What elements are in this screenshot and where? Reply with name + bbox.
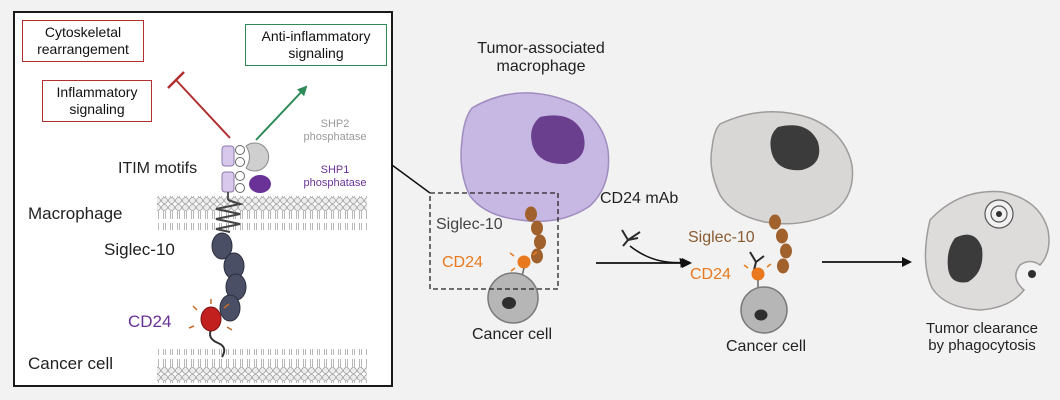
shp2-label: SHP2 phosphatase [290, 118, 380, 143]
cancer-cell-label: Cancer cell [28, 354, 114, 373]
shp1-label-line-1: SHP1 [320, 164, 350, 176]
anti-inflammatory-box: Anti-inflammatory signaling [245, 24, 387, 66]
middle-siglec-10-label: Siglec-10 [436, 216, 503, 233]
shp1-label-line-2: phosphatase [303, 176, 367, 189]
engulfed-fragment [1028, 270, 1036, 278]
right-cancer-nucleus [754, 309, 768, 321]
middle-cancer-cell-label: Cancer cell [472, 326, 553, 343]
clearance-line-1: Tumor clearance [926, 320, 1038, 337]
antibody-icon [621, 229, 641, 247]
middle-siglec-10-chain [525, 206, 546, 264]
shp1-label: SHP1 phosphatase [290, 164, 380, 189]
itim-motifs [221, 145, 245, 200]
transmembrane-helix [215, 199, 244, 233]
phagosome [984, 199, 1014, 229]
tam-title: Tumor-associated macrophage [456, 40, 626, 77]
macrophage-membrane [157, 196, 367, 230]
clearance-label: Tumor clearance by phagocytosis [912, 320, 1052, 355]
shp1-phosphatase [249, 175, 271, 193]
cd24-label: CD24 [128, 312, 172, 331]
blocked-macrophage-body [710, 111, 854, 225]
right-cancer-cell [740, 286, 788, 334]
zoom-connector [391, 164, 431, 194]
inflammatory-box: Inflammatory signaling [42, 80, 152, 122]
middle-cancer-cell [487, 272, 539, 324]
tam-nucleus [531, 115, 585, 165]
middle-cd24 [509, 251, 538, 277]
cytoskeletal-line-2: rearrangement [37, 41, 129, 57]
inflammatory-line-2: signaling [69, 101, 125, 117]
macrophage-label: Macrophage [28, 204, 123, 223]
cytoskeletal-line-1: Cytoskeletal [44, 24, 122, 40]
antibody-arrow [629, 245, 690, 268]
tam-title-line-2: macrophage [496, 58, 586, 76]
shp2-phosphatase [245, 142, 270, 172]
shp2-label-line-2: phosphatase [303, 130, 367, 143]
cancer-cell-membrane [157, 349, 367, 383]
itim-motifs-label: ITIM motifs [118, 160, 198, 177]
blocked-macrophage-nucleus [770, 125, 820, 171]
clearance-line-2: by phagocytosis [928, 337, 1036, 355]
inhibition-arrow [167, 71, 231, 139]
middle-cancer-nucleus [502, 297, 516, 309]
cd24-ligand [188, 299, 233, 332]
right-siglec-10-label: Siglec-10 [688, 229, 755, 246]
tam-macrophage-body [460, 92, 610, 223]
inflammatory-line-1: Inflammatory [56, 84, 138, 100]
cytoskeletal-box: Cytoskeletal rearrangement [22, 20, 144, 62]
siglec-10-label: Siglec-10 [104, 240, 175, 259]
anti-inflammatory-line-1: Anti-inflammatory [261, 28, 371, 44]
anti-inflammatory-line-2: signaling [288, 45, 344, 61]
right-cd24-label: CD24 [690, 266, 731, 283]
cd24-mab-label: CD24 mAb [600, 190, 679, 207]
zoom-box [429, 192, 559, 290]
middle-cd24-label: CD24 [442, 254, 483, 271]
right-cancer-cell-label: Cancer cell [726, 338, 807, 355]
right-siglec-10-chain [769, 214, 792, 274]
cd24-anchor [209, 327, 226, 358]
clearance-macrophage-nucleus [947, 234, 983, 283]
bound-antibody-icon [749, 251, 765, 271]
siglec-10-receptor [211, 232, 247, 322]
activation-arrow [255, 85, 308, 141]
right-cd24 [743, 263, 772, 288]
shp2-label-line-1: SHP2 [320, 118, 350, 130]
tam-title-line-1: Tumor-associated [477, 40, 605, 57]
